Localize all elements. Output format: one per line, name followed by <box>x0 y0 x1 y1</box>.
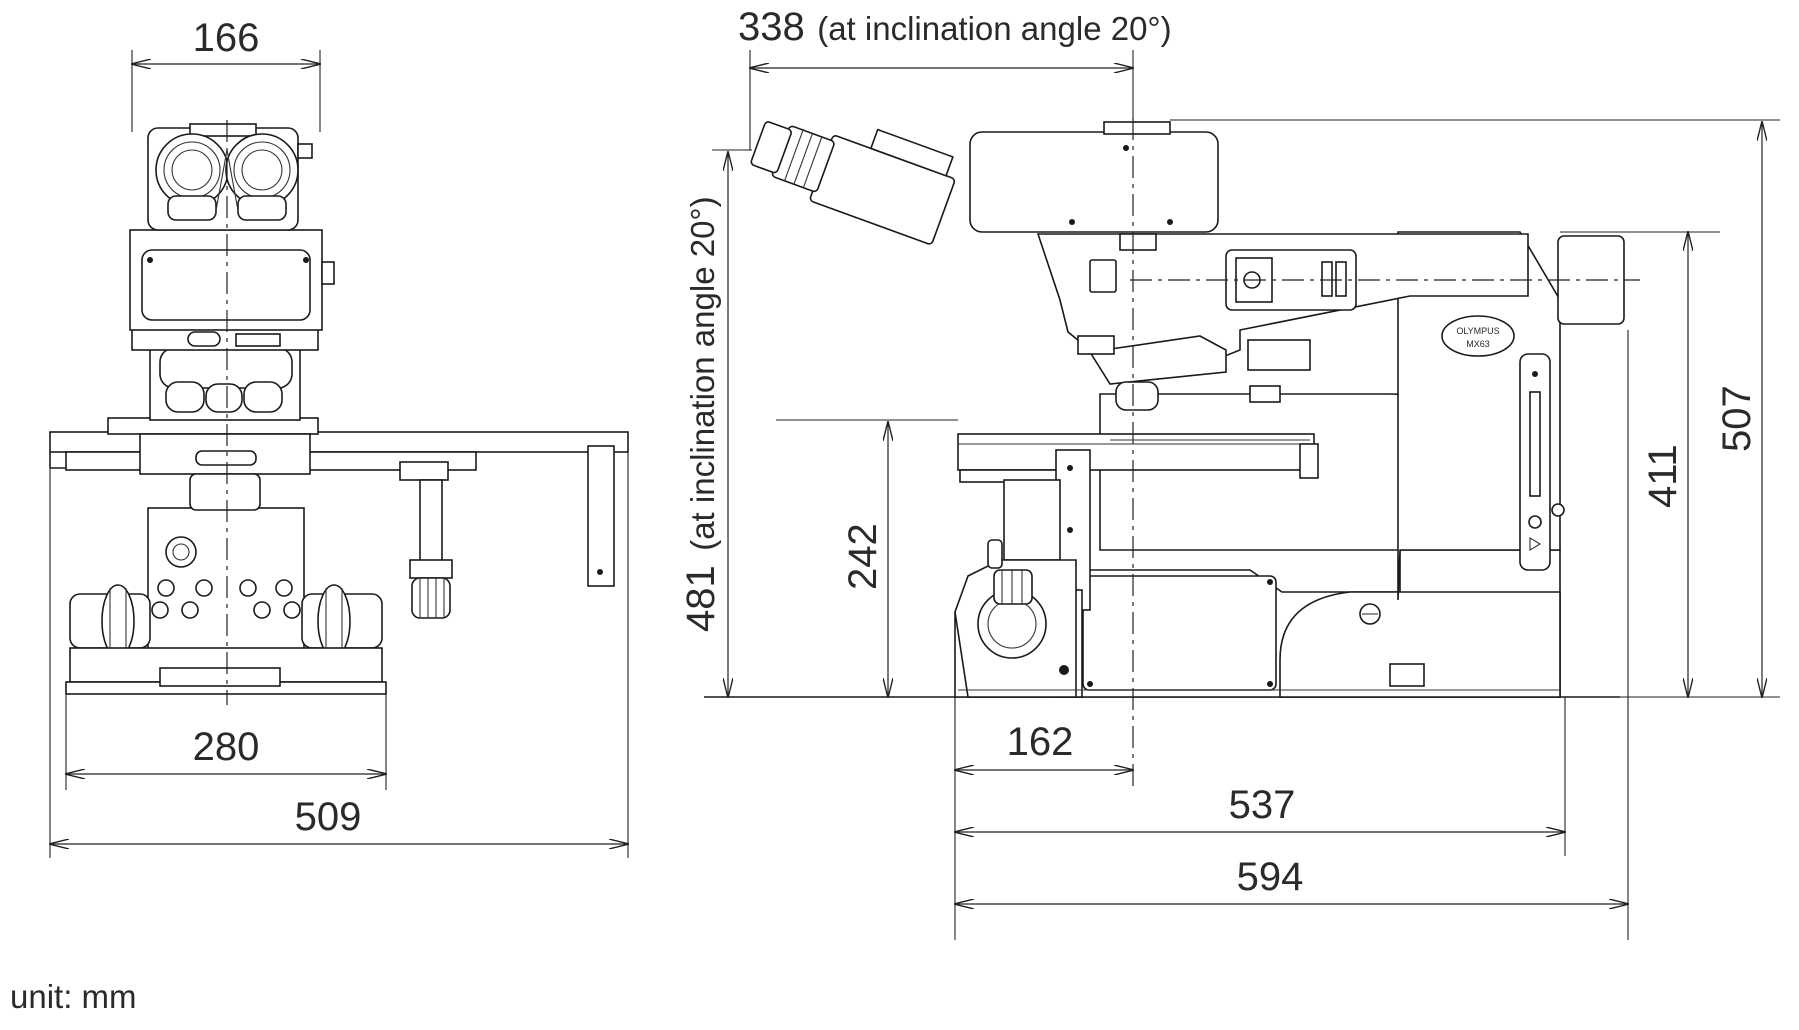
side-pillar <box>1099 393 1433 551</box>
model-badge-text: MX63 <box>1466 339 1490 349</box>
dim-text-338-group: 338 (at inclination angle 20°) <box>738 5 1172 49</box>
side-stage <box>957 433 1315 471</box>
dim-text-338: 338 <box>738 5 805 49</box>
dim-text-509: 509 <box>295 795 362 839</box>
dim-text-166: 166 <box>193 16 260 60</box>
dim-text-162: 162 <box>1007 720 1074 764</box>
side-head <box>969 131 1219 233</box>
side-power-switch <box>1389 663 1425 687</box>
dim-text-411: 411 <box>1641 444 1685 508</box>
side-eyepiece-tube <box>750 121 956 245</box>
dim-note-481: (at inclination angle 20°) <box>684 196 721 550</box>
dim-text-594: 594 <box>1237 855 1304 899</box>
side-objective <box>1115 381 1159 411</box>
dim-note-338: (at inclination angle 20°) <box>817 10 1171 47</box>
front-stage-leg <box>587 445 615 587</box>
front-view: 166 280 509 <box>50 16 628 858</box>
side-fine-knob <box>993 569 1033 605</box>
side-view: OLYMPUS MX63 <box>679 5 1780 940</box>
dim-text-507: 507 <box>1715 385 1759 452</box>
front-coarse-knob-left <box>101 584 135 658</box>
front-stage-plate <box>49 431 629 453</box>
front-coarse-knob-right <box>317 584 351 658</box>
dim-text-537: 537 <box>1229 783 1296 827</box>
side-control-box <box>1082 575 1277 691</box>
dim-text-242: 242 <box>841 523 885 590</box>
unit-label: unit: mm <box>10 978 137 1015</box>
side-brand-badge <box>1441 315 1515 357</box>
front-dial <box>165 536 197 568</box>
brand-badge-text: OLYMPUS <box>1456 326 1499 336</box>
dim-text-280: 280 <box>193 725 260 769</box>
front-fine-knob <box>411 577 451 619</box>
side-nosepiece-knob <box>1077 335 1115 355</box>
dim-text-481: 481 <box>679 565 723 632</box>
dim-text-481-group: 481 (at inclination angle 20°) <box>679 196 723 632</box>
